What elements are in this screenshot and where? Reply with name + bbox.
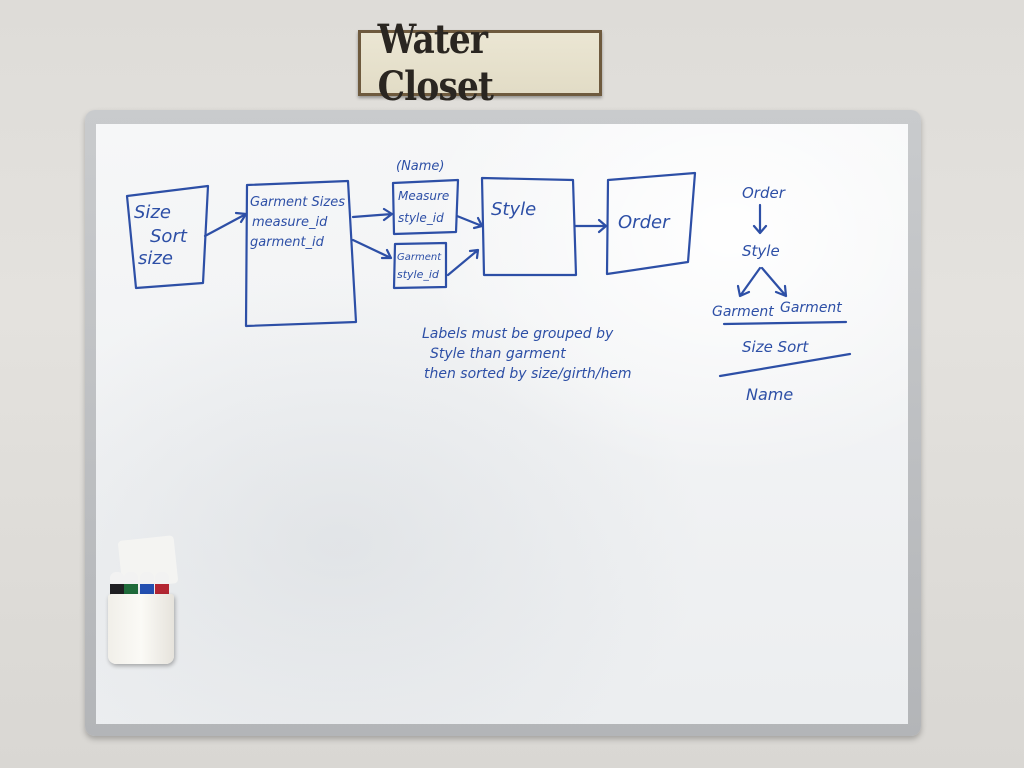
whiteboard-surface bbox=[96, 124, 908, 724]
measure-box bbox=[391, 178, 460, 236]
garment-label: Garment bbox=[397, 252, 442, 263]
garment-style-id: style_id bbox=[397, 268, 440, 281]
hierarchy-style: Style bbox=[742, 242, 780, 260]
arrow-style-to-left-garment bbox=[736, 266, 762, 298]
arrow-measure-to-style bbox=[455, 214, 484, 230]
arrow-to-measure bbox=[351, 207, 394, 222]
arrow-garment-to-style bbox=[446, 248, 480, 277]
garment-box bbox=[392, 241, 448, 290]
note-line-2: Style than garment bbox=[430, 346, 566, 362]
note-line-1: Labels must be grouped by bbox=[422, 326, 614, 342]
hierarchy-divider-top bbox=[722, 320, 848, 326]
style-box bbox=[480, 176, 578, 277]
hierarchy-name: Name bbox=[746, 385, 793, 404]
garment-sizes-box bbox=[244, 179, 358, 328]
size-sort-box bbox=[125, 184, 210, 290]
arrow-style-to-order bbox=[573, 218, 608, 234]
order-box bbox=[605, 171, 697, 276]
left-box-line-2: Sort bbox=[150, 226, 188, 247]
garment-sizes-measure: measure_id bbox=[252, 215, 328, 230]
hierarchy-garment-left: Garment bbox=[712, 304, 774, 320]
measure-label: Measure bbox=[398, 189, 449, 203]
order-label: Order bbox=[618, 212, 671, 233]
arrow-order-to-style bbox=[752, 203, 768, 235]
left-box-line-3: size bbox=[138, 248, 173, 269]
left-box-line-1: Size bbox=[134, 202, 171, 223]
hierarchy-size-sort: Size Sort bbox=[742, 338, 809, 356]
arrow-style-to-right-garment bbox=[760, 266, 788, 298]
style-label: Style bbox=[491, 199, 536, 220]
garment-sizes-garment: garment_id bbox=[250, 235, 325, 250]
marker-holder bbox=[108, 594, 174, 664]
water-closet-sign: Water Closet bbox=[358, 16, 602, 110]
hierarchy-garment-right: Garment bbox=[780, 300, 842, 316]
hierarchy-divider-bottom bbox=[718, 352, 852, 378]
note-line-3: then sorted by size/girth/hem bbox=[424, 366, 632, 382]
hierarchy-order: Order bbox=[742, 184, 786, 202]
sign-text: Water Closet bbox=[377, 16, 494, 110]
measure-style-id: style_id bbox=[398, 211, 444, 225]
arrow-size-to-garment-sizes bbox=[203, 211, 248, 238]
name-annotation: (Name) bbox=[396, 159, 445, 174]
arrow-to-garment bbox=[351, 238, 393, 260]
garment-sizes-title: Garment Sizes bbox=[250, 195, 345, 210]
